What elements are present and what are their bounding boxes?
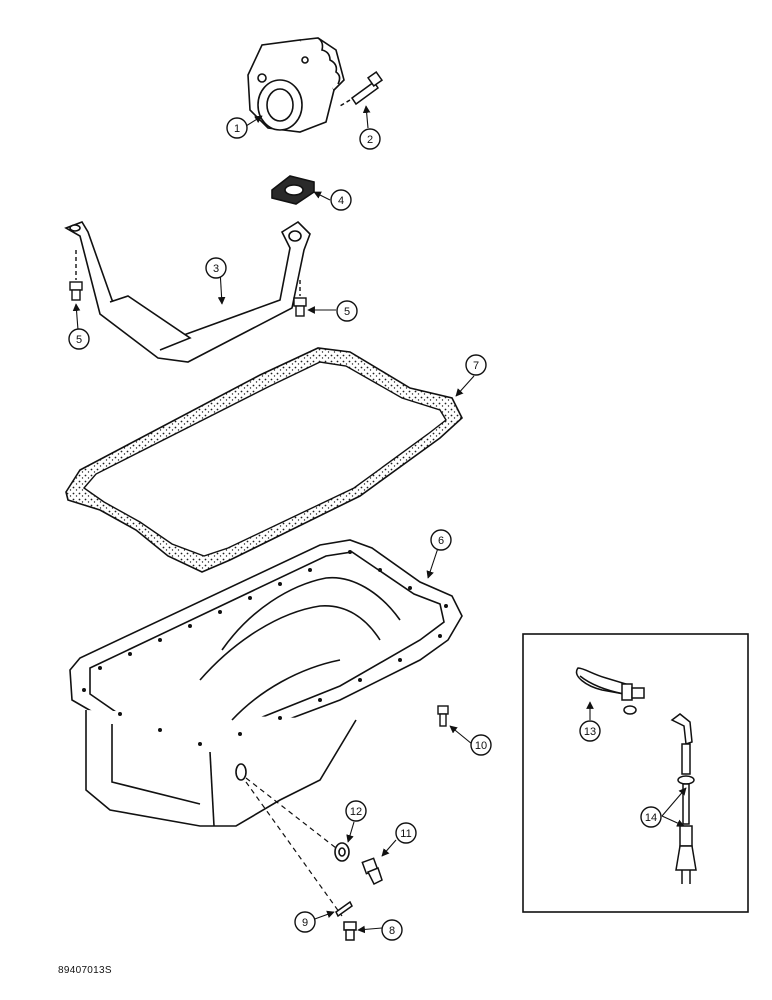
sealing-washer-part — [334, 842, 350, 862]
callout-c12: 12 — [345, 800, 367, 822]
callout-label: 10 — [475, 740, 487, 752]
drain-plug-part — [361, 857, 383, 886]
figure-reference-code: 89407013S — [58, 965, 112, 976]
callout-c8: 8 — [381, 919, 403, 941]
drain-path-lines — [245, 777, 343, 917]
callout-circle — [579, 720, 601, 742]
callout-circle — [359, 128, 381, 150]
callout-c6: 6 — [430, 529, 452, 551]
callout-c5b: 5 — [336, 300, 358, 322]
callout-c1: 1 — [226, 117, 248, 139]
oil-pump-part — [247, 37, 345, 133]
callout-label: 1 — [234, 123, 240, 135]
callout-label: 9 — [302, 917, 308, 929]
callout-circle — [470, 734, 492, 756]
callout-circle — [336, 300, 358, 322]
oil-pan-part — [69, 539, 463, 827]
callout-label: 7 — [473, 360, 479, 372]
fitting-part — [343, 921, 357, 941]
callout-c11: 11 — [395, 822, 417, 844]
callout-circle — [205, 257, 227, 279]
heater-cord-part — [670, 713, 697, 884]
callout-c5a: 5 — [68, 328, 90, 350]
callout-c3: 3 — [205, 257, 227, 279]
callout-label: 4 — [338, 195, 344, 207]
callout-label: 12 — [350, 806, 362, 818]
pump-bolt-part — [339, 70, 384, 107]
screw-5-left — [69, 250, 83, 301]
callout-c2: 2 — [359, 128, 381, 150]
pickup-tube-part — [64, 220, 311, 363]
callout-label: 13 — [584, 726, 596, 738]
heater-element-part — [575, 667, 645, 715]
pickup-gasket-part — [271, 175, 315, 205]
callout-circle — [430, 529, 452, 551]
callout-label: 5 — [76, 334, 82, 346]
callout-circle — [226, 117, 248, 139]
screw-5-right — [293, 280, 307, 317]
inset-frame — [522, 633, 749, 913]
callout-circle — [345, 800, 367, 822]
callout-label: 3 — [213, 263, 219, 275]
callout-label: 14 — [645, 812, 657, 824]
callout-circle — [640, 806, 662, 828]
callout-c14: 14 — [640, 806, 662, 828]
callout-c7: 7 — [465, 354, 487, 376]
pin-part — [335, 900, 353, 918]
callout-c9: 9 — [294, 911, 316, 933]
callout-c4: 4 — [330, 189, 352, 211]
callout-circle — [68, 328, 90, 350]
callout-c13: 13 — [579, 720, 601, 742]
oil-pan-gasket-part — [65, 347, 463, 573]
callout-circle — [395, 822, 417, 844]
callout-circle — [465, 354, 487, 376]
callout-label: 11 — [400, 828, 411, 840]
callout-circle — [381, 919, 403, 941]
callout-circle — [294, 911, 316, 933]
callout-label: 6 — [438, 535, 444, 547]
callout-c10: 10 — [470, 734, 492, 756]
callout-label: 8 — [389, 925, 395, 937]
pan-screw-part — [437, 705, 449, 727]
callout-label: 5 — [344, 306, 350, 318]
callout-circle — [330, 189, 352, 211]
callout-label: 2 — [367, 134, 373, 146]
leader-lines — [72, 105, 687, 934]
